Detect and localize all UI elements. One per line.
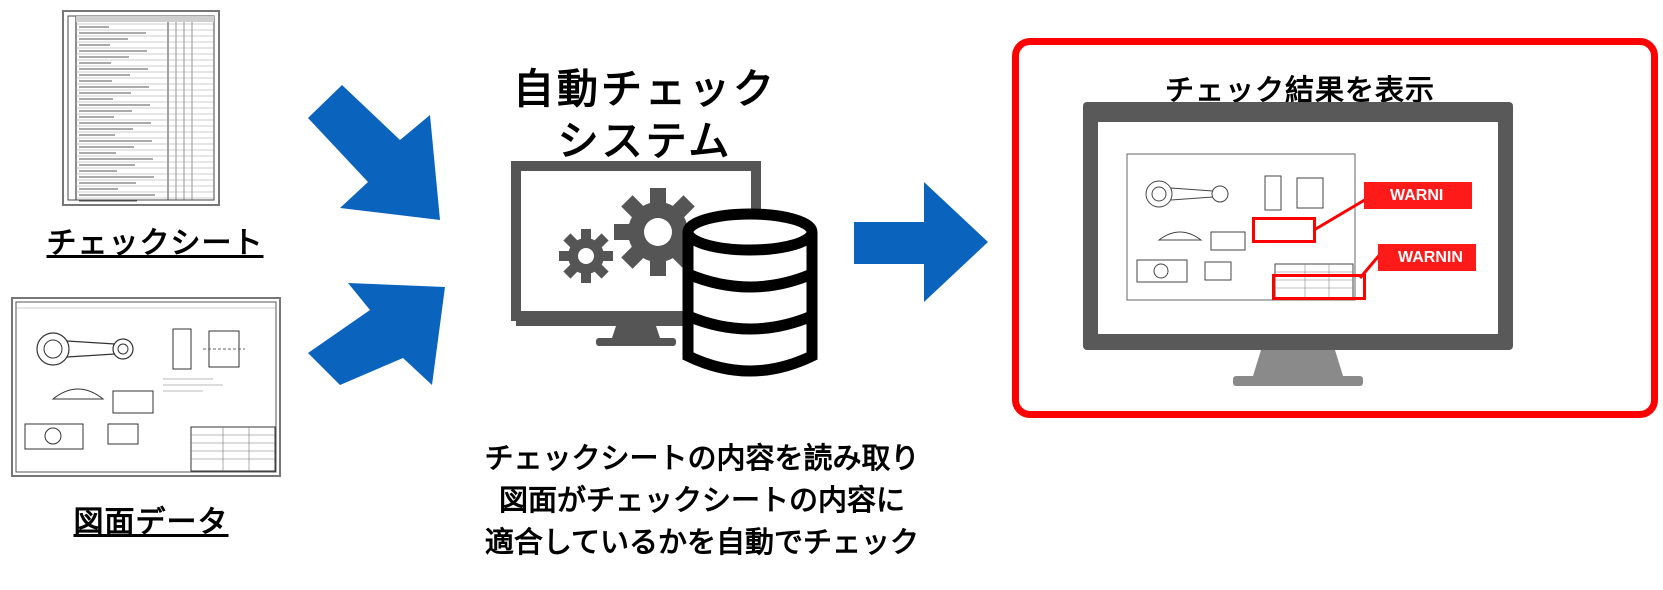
arrow-icon: [308, 283, 445, 385]
result-monitor-stand: [1225, 350, 1371, 394]
result-title: チェック結果を表示: [1164, 73, 1435, 107]
arrow-icon: [308, 85, 440, 220]
system-title-line1: 自動チェック: [513, 65, 777, 113]
system-title-line2: システム: [557, 117, 733, 165]
system-description: チェックシートの内容を読み取り 図面がチェックシートの内容に 適合しているかを自…: [432, 437, 972, 563]
result-panel: [1012, 38, 1658, 418]
description-line3: 適合しているかを自動でチェック: [484, 525, 920, 559]
description-line2: 図面がチェックシートの内容に: [498, 483, 905, 517]
warning-label-1: WARNI: [1364, 182, 1472, 209]
checksheet-label: チェックシート: [46, 226, 264, 261]
system-title: 自動チェック システム: [500, 63, 790, 167]
gear-icon: [559, 229, 613, 283]
database-icon: [682, 208, 818, 377]
highlight-box-2: [1272, 274, 1366, 300]
system-monitor-icon: [511, 161, 818, 377]
checksheet-document: [62, 10, 220, 206]
drawing-label: 図面データ: [73, 505, 229, 540]
warning-label-2: WARNIN: [1378, 244, 1476, 271]
gear-icon: [614, 188, 702, 276]
drawing-graphic: [15, 301, 277, 473]
drawing-document: [11, 297, 281, 477]
description-line1: チェックシートの内容を読み取り: [484, 441, 920, 475]
arrow-icon: [854, 182, 988, 302]
checksheet-table-graphic: [67, 15, 215, 202]
